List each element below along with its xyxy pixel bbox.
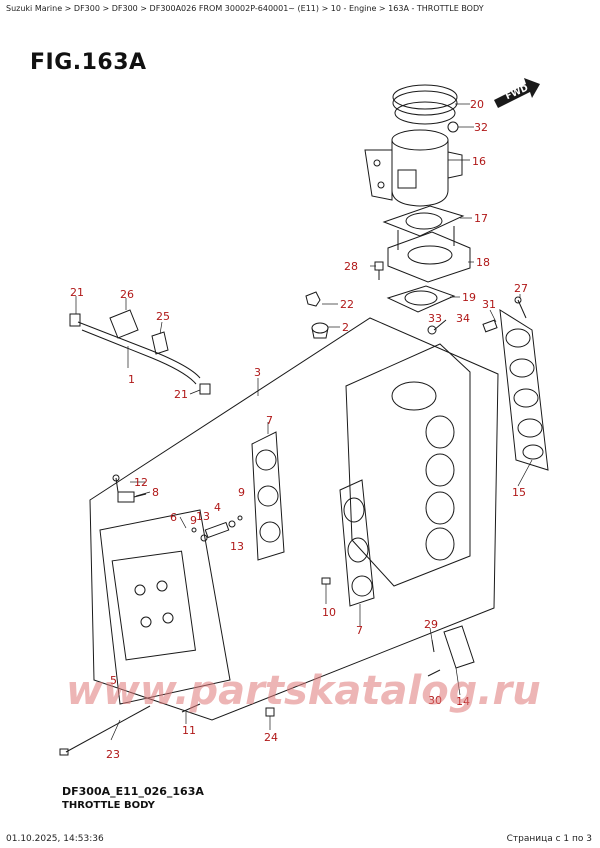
callout-33[interactable]: 33 [428,312,442,325]
part-27-bolt[interactable] [514,296,527,319]
callout-14[interactable]: 14 [456,695,470,708]
part-20-duct-ring[interactable] [392,84,458,125]
callout-15[interactable]: 15 [512,486,526,499]
callout-31[interactable]: 31 [482,298,496,311]
part-11-bolt[interactable] [181,703,201,713]
part-33-washer[interactable] [427,325,437,335]
fwd-label: FWD [504,83,530,102]
part-12-bolt[interactable] [112,474,120,493]
callout-21-upper[interactable]: 21 [70,286,84,299]
diagram-title: THROTTLE BODY [62,800,155,811]
part-18-adapter-plate[interactable] [387,226,471,283]
part-13-seal[interactable] [200,534,208,542]
callout-9-right[interactable]: 9 [238,486,245,499]
callout-17[interactable]: 17 [474,212,488,225]
callout-1[interactable]: 1 [128,373,135,386]
part-7-gasket-upper[interactable] [251,431,285,561]
callout-7-upper[interactable]: 7 [266,414,273,427]
callout-24[interactable]: 24 [264,731,278,744]
callout-13-upper[interactable]: 13 [196,510,210,523]
callout-30[interactable]: 30 [428,694,442,707]
part-17-gasket[interactable] [382,205,465,237]
callout-25[interactable]: 25 [156,310,170,323]
callout-labels: 1 2 3 4 5 6 7 7 8 9 9 10 11 12 13 13 14 … [70,98,528,761]
part-7-flange-lower[interactable] [339,479,375,607]
callout-12[interactable]: 12 [134,476,148,489]
callout-29[interactable]: 29 [424,618,438,631]
callout-20[interactable]: 20 [470,98,484,111]
forward-direction-badge: FWD [494,78,540,108]
callout-11[interactable]: 11 [182,724,196,737]
part-23-long-bolt[interactable] [59,705,151,756]
part-34-screw[interactable] [433,319,447,331]
part-9-plug[interactable] [191,527,197,533]
callout-5[interactable]: 5 [110,674,117,687]
callout-7-lower[interactable]: 7 [356,624,363,637]
callout-4[interactable]: 4 [214,501,221,514]
figure-title: FIG.163A [30,50,147,75]
callout-34[interactable]: 34 [456,312,470,325]
leader-lines [75,103,533,741]
callout-13-lower[interactable]: 13 [230,540,244,553]
part-6-manifold-cover[interactable] [99,509,231,705]
diagram-code: DF300A_E11_026_163A [62,785,204,798]
callout-26[interactable]: 26 [120,288,134,301]
part-3-intake-manifold[interactable] [89,317,499,721]
callout-27[interactable]: 27 [514,282,528,295]
callout-9-left[interactable]: 9 [190,514,197,527]
part-4-pipe[interactable] [204,521,230,539]
callout-2[interactable]: 2 [342,321,349,334]
callout-10[interactable]: 10 [322,606,336,619]
part-19-o-ring[interactable] [386,285,456,313]
callout-16[interactable]: 16 [472,155,486,168]
intake-manifold-body [345,343,471,587]
part-28-bolt[interactable] [374,261,384,280]
part-29-bolt[interactable] [431,639,435,653]
print-date: 01.10.2025, 14:53:36 [6,834,104,844]
part-22-fitting[interactable] [305,291,321,307]
watermark-text: www.partskatalog.ru [66,668,541,714]
callout-19[interactable]: 19 [462,291,476,304]
callout-32[interactable]: 32 [474,121,488,134]
part-21-clamp[interactable] [69,313,81,327]
part-13-seal-b[interactable] [228,520,236,528]
part-31-sensor[interactable] [482,319,498,333]
callout-8[interactable]: 8 [152,486,159,499]
part-15-intake-gasket[interactable] [499,309,549,471]
callout-23[interactable]: 23 [106,748,120,761]
part-25-clip[interactable] [151,331,169,355]
callout-21-lower[interactable]: 21 [174,388,188,401]
callout-3[interactable]: 3 [254,366,261,379]
part-32-nut[interactable] [447,121,459,133]
part-26-bracket[interactable] [109,309,139,339]
part-30-bolt[interactable] [427,669,441,677]
breadcrumb: Suzuki Marine > DF300 > DF300 > DF300A02… [6,4,484,13]
part-10-bolt[interactable] [321,577,331,585]
part-14-bracket[interactable] [443,625,475,669]
part-1-hose[interactable] [77,321,201,385]
callout-6[interactable]: 6 [170,511,177,524]
callout-28[interactable]: 28 [344,260,358,273]
part-2-cap[interactable] [311,322,329,339]
part-21-clamp-lower[interactable] [199,383,211,395]
callout-18[interactable]: 18 [476,256,490,269]
part-16-throttle-body[interactable] [364,129,463,207]
part-8-sensor[interactable] [117,491,147,503]
page-counter: Страница с 1 по 3 [506,834,592,844]
callout-22[interactable]: 22 [340,298,354,311]
part-9-plug-b[interactable] [237,515,243,521]
